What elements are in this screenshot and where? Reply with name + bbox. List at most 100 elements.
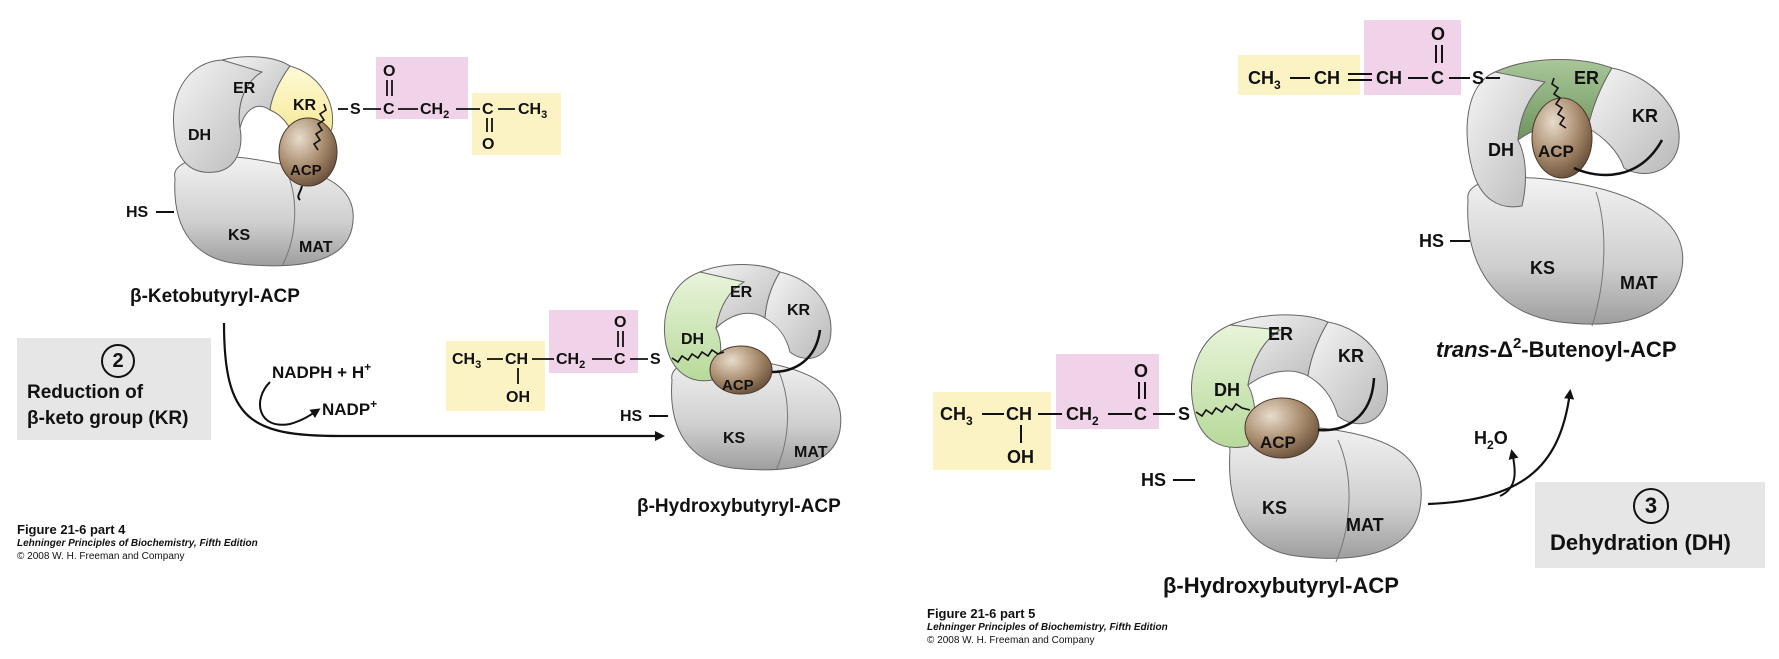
compound-name: β-Hydroxybutyryl-ACP xyxy=(637,496,841,517)
ks-label: KS xyxy=(1262,498,1287,518)
compound-name: trans-Δ2-Butenoyl-ACP xyxy=(1436,335,1677,362)
mat-divider xyxy=(1335,439,1350,563)
complex-hydroxybutyryl-4: ER KR DH ACP KS MAT HS CH3 CH OH CH2 C O… xyxy=(446,264,842,517)
figure-caption-part5: Figure 21-6 part 5 Lehninger Principles … xyxy=(927,606,1168,647)
acp-domain xyxy=(1531,97,1593,179)
ks-domain xyxy=(1467,177,1684,325)
methyl: CH3 xyxy=(518,101,547,121)
mat-divider xyxy=(281,169,296,267)
er-label: ER xyxy=(233,80,256,97)
acp-domain xyxy=(278,117,338,187)
caption-copyright: © 2008 W. H. Freeman and Company xyxy=(927,634,1095,646)
acp-domain xyxy=(1244,397,1320,459)
er-label: ER xyxy=(1574,68,1599,88)
methine-2: CH xyxy=(1376,68,1402,88)
sulfur-label: S xyxy=(650,351,661,368)
methyl: CH3 xyxy=(940,404,973,428)
step-2-line2: β-keto group (KR) xyxy=(27,408,189,429)
step-number-3: 3 xyxy=(1633,488,1669,524)
nadph-label: NADPH + H+ xyxy=(272,360,371,382)
methylene: CH2 xyxy=(1066,404,1099,428)
acp-label: ACP xyxy=(290,162,322,179)
acp-tether xyxy=(1573,139,1664,177)
hydroxyl: OH xyxy=(1007,447,1034,467)
dh-label: DH xyxy=(1488,140,1514,160)
mat-label: MAT xyxy=(794,444,828,461)
mat-divider xyxy=(775,369,789,471)
ks-label: KS xyxy=(1530,258,1555,278)
caption-book: Lehninger Principles of Biochemistry, Fi… xyxy=(17,538,258,550)
hs-label: HS xyxy=(126,204,149,221)
carbonyl-o2: O xyxy=(482,136,494,153)
acp-tether xyxy=(771,329,822,374)
dh-label: DH xyxy=(188,127,211,144)
methine: CH xyxy=(1006,404,1032,424)
caption-book: Lehninger Principles of Biochemistry, Fi… xyxy=(927,622,1168,634)
acp-label: ACP xyxy=(1538,142,1574,161)
caption-title: Figure 21-6 part 4 xyxy=(17,522,126,537)
methine-1: CH xyxy=(1314,68,1340,88)
step-3-line1: Dehydration (DH) xyxy=(1550,530,1731,555)
mat-label: MAT xyxy=(1620,273,1658,293)
er-label: ER xyxy=(1268,324,1293,344)
ks-label: KS xyxy=(723,430,746,447)
sulfur-label: S xyxy=(1472,68,1484,88)
chain-yellow-box xyxy=(933,392,1051,470)
kr-domain xyxy=(1307,321,1388,425)
reaction-arrow-kr: NADPH + H+ NADP+ xyxy=(222,322,665,441)
reaction-arrow-dh: H2O xyxy=(1427,389,1575,506)
step-2-line1: Reduction of xyxy=(27,382,144,403)
ks-label: KS xyxy=(228,227,251,244)
carbonyl-c2: C xyxy=(482,101,494,118)
chain-yellow-box xyxy=(1238,55,1360,95)
hs-label: HS xyxy=(1419,231,1444,251)
complex-ketobutyryl: ER KR DH ACP KS MAT HS S C O CH2 C O CH3… xyxy=(126,56,561,307)
methine: CH xyxy=(505,351,528,368)
chain-yellow-box xyxy=(446,341,545,411)
hs-label: HS xyxy=(1141,470,1166,490)
dh-label: DH xyxy=(1214,380,1240,400)
step-2-box: 2 Reduction of β-keto group (KR) xyxy=(17,338,211,440)
carbonyl-o: O xyxy=(614,314,626,331)
er-label: ER xyxy=(730,284,753,301)
acp-tether xyxy=(297,185,303,201)
hs-label: HS xyxy=(620,408,643,425)
kr-label: KR xyxy=(787,302,811,319)
sulfur-label: S xyxy=(350,101,361,118)
acp-domain xyxy=(709,345,773,395)
methyl: CH3 xyxy=(452,351,481,371)
mat-label: MAT xyxy=(1346,515,1384,535)
dh-domain xyxy=(172,59,263,173)
kr-label: KR xyxy=(293,97,317,114)
phosphopantetheine-arm xyxy=(671,348,725,364)
phosphopantetheine-arm xyxy=(312,103,327,151)
methylene: CH2 xyxy=(556,351,585,371)
figure-caption-part4: Figure 21-6 part 4 Lehninger Principles … xyxy=(17,522,258,563)
acp-label: ACP xyxy=(722,377,754,394)
kr-label: KR xyxy=(1338,346,1364,366)
chain-pink-box xyxy=(1364,20,1461,95)
step-number-2: 2 xyxy=(101,344,135,378)
carbonyl-o1: O xyxy=(383,63,395,80)
carbonyl-o: O xyxy=(1134,361,1148,381)
carbonyl-c: C xyxy=(614,351,626,368)
compound-name: β-Ketobutyryl-ACP xyxy=(130,286,300,307)
chain-pink-box xyxy=(1056,354,1159,429)
complex-hydroxybutyryl-5: ER KR DH ACP KS MAT HS CH3 CH OH CH2 C O… xyxy=(933,314,1422,598)
carbonyl-c: C xyxy=(1134,404,1147,424)
mat-label: MAT xyxy=(299,239,333,256)
carbonyl-o: O xyxy=(1431,24,1445,44)
compound-name: β-Hydroxybutyryl-ACP xyxy=(1163,573,1399,598)
dh-label: DH xyxy=(681,331,704,348)
caption-copyright: © 2008 W. H. Freeman and Company xyxy=(17,550,185,562)
nadp-label: NADP+ xyxy=(322,397,377,419)
carbonyl-c: C xyxy=(1431,68,1444,88)
kr-domain xyxy=(764,271,832,359)
methyl: CH3 xyxy=(1248,68,1281,92)
phosphopantetheine-arm xyxy=(1195,402,1251,418)
sulfur-label: S xyxy=(1178,404,1190,424)
acp-tether xyxy=(1317,377,1376,432)
phosphopantetheine-arm xyxy=(1551,77,1567,129)
complex-butenoyl: ER KR DH ACP KS MAT HS CH3 CH CH C O S t… xyxy=(1238,20,1684,362)
